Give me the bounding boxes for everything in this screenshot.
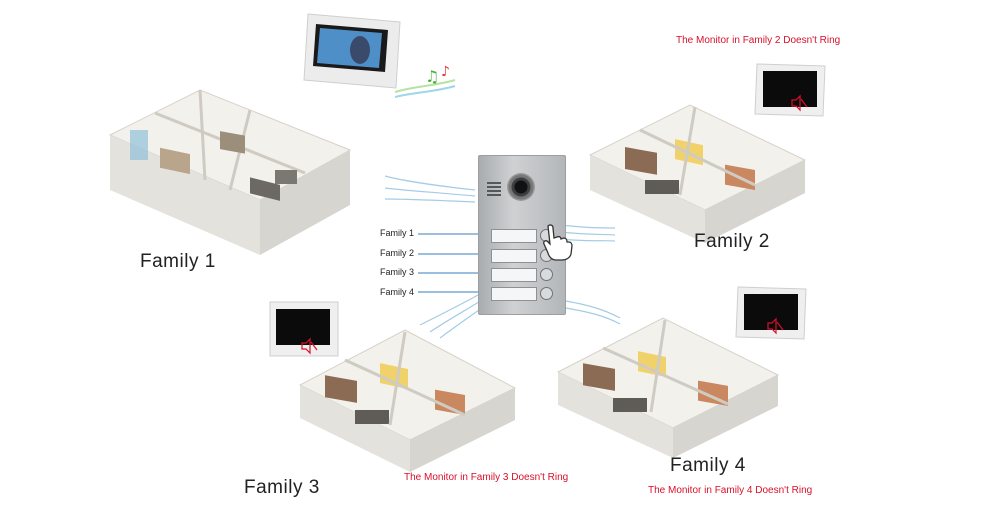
- family-1-label: Family 1: [140, 251, 216, 272]
- button-label-family-3: Family 3: [380, 267, 415, 277]
- family-2-status: The Monitor in Family 2 Doesn't Ring: [676, 35, 841, 46]
- family-3-apartment: [298, 329, 517, 472]
- button-label-family-1: Family 1: [380, 228, 415, 238]
- button-label-family-2: Family 2: [380, 248, 415, 258]
- camera-icon: [507, 173, 535, 201]
- speaker-muted-icon: [301, 337, 318, 355]
- family-2-apartment: [588, 104, 807, 243]
- family-4-label: Family 4: [670, 455, 746, 476]
- family-4-apartment: [556, 317, 780, 458]
- speaker-grille: [487, 182, 501, 196]
- svg-text:♫: ♫: [425, 67, 439, 86]
- family-4-monitor: [735, 286, 807, 340]
- family-1-apartment: [108, 89, 352, 255]
- family-1-monitor: [303, 13, 401, 89]
- family-4-status: The Monitor in Family 4 Doesn't Ring: [648, 485, 813, 496]
- speaker-muted-icon: [791, 94, 808, 112]
- svg-text:♪: ♪: [441, 64, 450, 80]
- family-2-monitor: [754, 63, 826, 117]
- family-3-status: The Monitor in Family 3 Doesn't Ring: [404, 472, 569, 483]
- name-plate-4: [491, 287, 537, 301]
- name-plate-3: [491, 268, 537, 282]
- name-plate-1: [491, 229, 537, 243]
- call-button-family-3[interactable]: [540, 268, 553, 281]
- family-3-monitor: [269, 301, 339, 357]
- button-label-family-4: Family 4: [380, 287, 415, 297]
- music-notes-icon: ♫ ♪: [394, 64, 456, 98]
- speaker-muted-icon: [767, 317, 784, 335]
- family-2-label: Family 2: [694, 231, 770, 252]
- call-button-family-4[interactable]: [540, 287, 553, 300]
- family-3-label: Family 3: [244, 477, 320, 498]
- hand-pointer-icon: [543, 224, 573, 261]
- name-plate-2: [491, 249, 537, 263]
